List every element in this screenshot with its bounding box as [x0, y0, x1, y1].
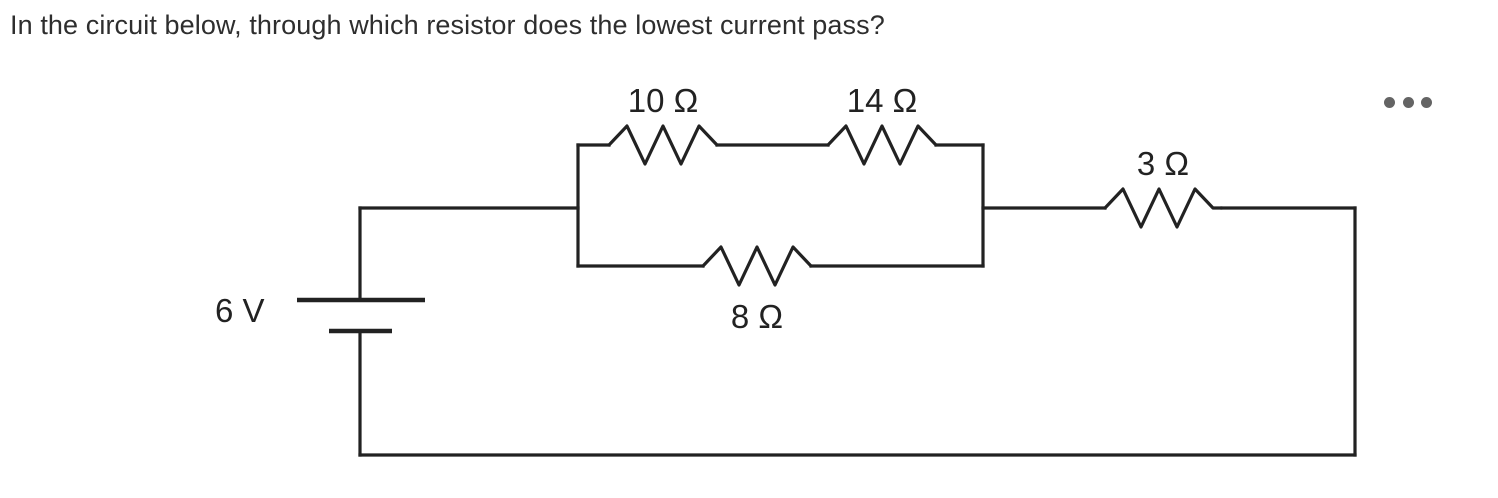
more-options-dot-3	[1421, 96, 1432, 108]
more-options-button[interactable]	[1384, 92, 1432, 112]
question-prompt: In the circuit below, through which resi…	[10, 10, 885, 40]
more-options-dot-2	[1402, 96, 1414, 108]
battery-label: 6 V	[215, 292, 265, 329]
resistor-14-ohm-label: 14 Ω	[847, 82, 918, 119]
resistor-3-ohm-symbol	[1103, 187, 1224, 229]
resistor-10-ohm-symbol	[607, 124, 719, 166]
circuit-svg: 6 V 10 Ω 14 Ω	[215, 82, 1357, 457]
more-options-dot-1	[1384, 96, 1395, 108]
circuit-diagram: 6 V 10 Ω 14 Ω	[0, 50, 1498, 498]
resistor-3-ohm-label: 3 Ω	[1137, 145, 1189, 182]
resistor-8-ohm-label: 8 Ω	[731, 298, 783, 335]
resistor-8-ohm-symbol	[701, 245, 813, 287]
resistor-10-ohm-label: 10 Ω	[628, 82, 699, 119]
resistor-14-ohm-symbol	[826, 124, 938, 166]
